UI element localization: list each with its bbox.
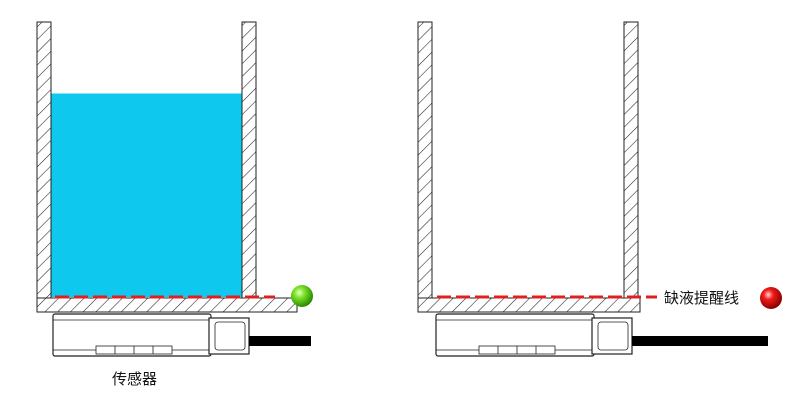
green-indicator-led bbox=[291, 285, 313, 307]
sensor-cable bbox=[249, 336, 311, 346]
left-wall bbox=[36, 21, 52, 299]
right-wall bbox=[623, 21, 639, 299]
sensor-cable bbox=[632, 336, 768, 346]
red-indicator-led bbox=[760, 287, 782, 309]
liquid-fill bbox=[51, 93, 242, 297]
container-bottom bbox=[36, 297, 298, 313]
sensor-body bbox=[435, 313, 633, 357]
low-liquid-line-label: 缺液提醒线 bbox=[664, 289, 740, 307]
sensor-label: 传感器 bbox=[112, 370, 158, 388]
container-full bbox=[36, 21, 313, 357]
container-bottom bbox=[417, 297, 641, 313]
container-empty bbox=[417, 21, 782, 357]
left-wall bbox=[417, 21, 433, 299]
right-wall bbox=[241, 21, 257, 299]
sensor-body bbox=[52, 313, 250, 357]
